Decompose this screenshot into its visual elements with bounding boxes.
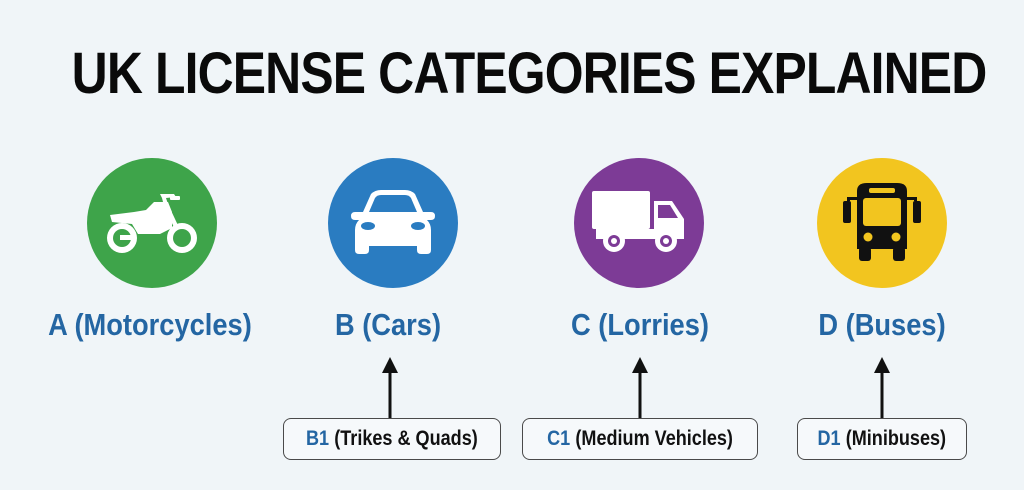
category-c-label: C (Lorries) [571,307,709,342]
category-b-circle [328,158,458,288]
category-d-circle [817,158,947,288]
category-d-label: D (Buses) [818,307,946,342]
category-c-circle [574,158,704,288]
arrow-up-icon [382,357,398,419]
subcategory-c1-description: (Medium Vehicles) [575,427,733,450]
subcategory-d1-code: D1 [817,427,841,450]
arrow-up-icon [874,357,890,419]
car-icon [351,190,435,254]
page-title: UK LICENSE CATEGORIES EXPLAINED [71,41,988,106]
subcategory-b1-box: B1(Trikes & Quads) [283,418,501,460]
subcategory-b1-description: (Trikes & Quads) [334,427,478,450]
motorcycle-icon [107,194,197,253]
subcategory-b1-code: B1 [306,427,330,450]
bus-icon [843,183,921,261]
subcategory-c1-box: C1(Medium Vehicles) [522,418,758,460]
subcategory-d1-description: (Minibuses) [845,427,947,450]
truck-icon [592,191,684,252]
category-b-label: B (Cars) [334,307,442,342]
subcategory-c1-code: C1 [547,427,571,450]
subcategory-d1-box: D1(Minibuses) [797,418,967,460]
category-a-circle [87,158,217,288]
category-a-label: A (Motorcycles) [48,307,252,342]
arrow-up-icon [632,357,648,419]
